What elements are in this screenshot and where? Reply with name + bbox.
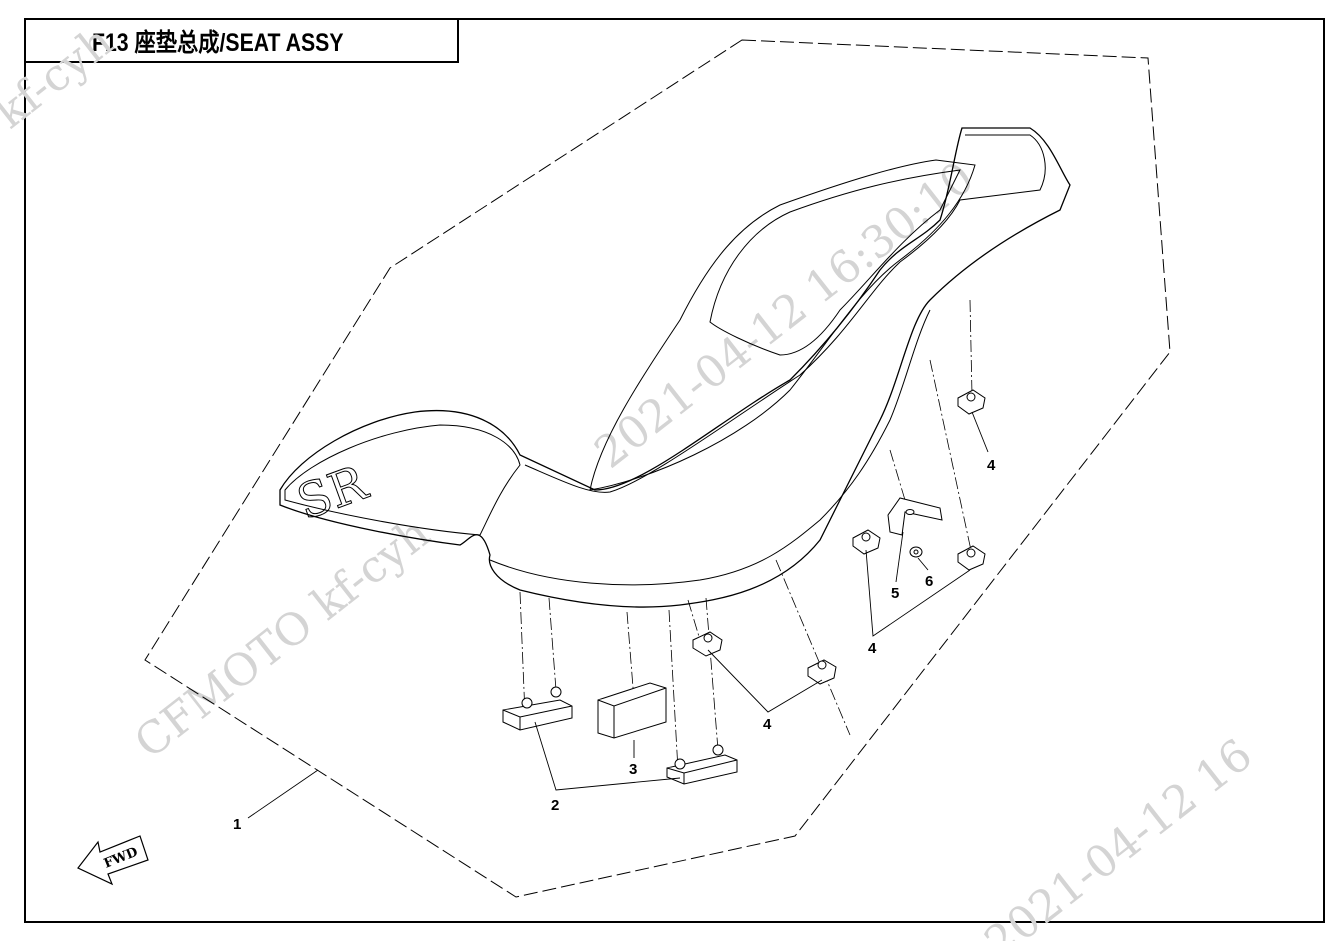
watermark: 2021-04-12 16:30:10	[585, 152, 983, 479]
part-2-clip-right	[666, 744, 738, 785]
seat-side-lower	[489, 309, 931, 586]
page-title: F13 座垫总成/SEAT ASSY	[92, 28, 344, 57]
callout-4: 4	[987, 457, 996, 474]
callout-1: 1	[233, 816, 241, 833]
part-3-block	[597, 682, 667, 739]
title-box: F13 座垫总成/SEAT ASSY	[24, 18, 459, 63]
part-5-bracket	[887, 497, 943, 536]
drawing-frame	[24, 18, 1325, 923]
seat-inner-line	[524, 134, 1046, 493]
callout-3: 3	[629, 761, 637, 778]
seat-logo: SR	[290, 454, 376, 531]
watermark: CFMOTO kf-cyh	[125, 508, 439, 769]
callout-2: 2	[551, 797, 559, 814]
callout-4: 4	[763, 716, 772, 733]
forward-arrow-icon: FWD	[77, 835, 149, 886]
assembly-boundary	[144, 39, 1171, 898]
watermark: 2021-04-12 16	[975, 729, 1261, 941]
part-4-nuts	[692, 389, 986, 685]
part-6-washer	[909, 546, 923, 558]
leader-lines	[247, 411, 989, 819]
callout-4: 4	[868, 640, 877, 657]
callout-6: 6	[925, 573, 933, 590]
seat-center-panel	[589, 159, 976, 491]
part-2-clip-left	[502, 686, 573, 731]
attachment-lines	[519, 299, 973, 771]
callout-5: 5	[891, 585, 899, 602]
seat-rear-panel	[709, 169, 961, 356]
watermark: kf-cyh	[0, 16, 122, 139]
seat-tail-inner	[284, 424, 521, 536]
